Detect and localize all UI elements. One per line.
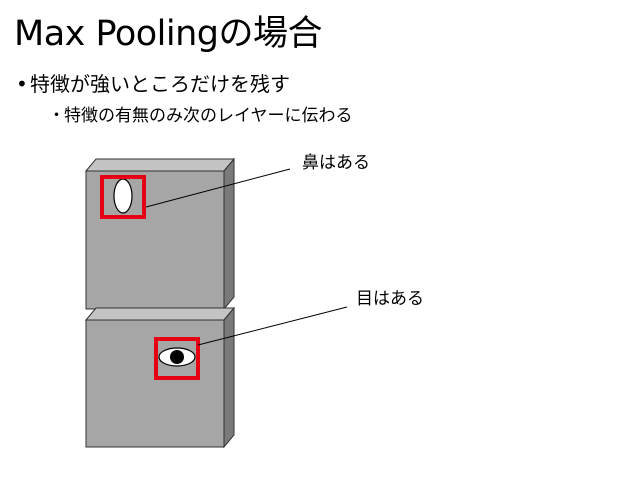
bullet-marker: • — [16, 72, 28, 96]
panel-side-face — [223, 157, 235, 311]
callout-nose-label: 鼻はある — [302, 153, 370, 173]
panel-top-face — [84, 307, 236, 321]
feature-map-eye — [84, 306, 236, 449]
nose-feature-icon — [113, 178, 133, 214]
sub-bullet-marker: ・ — [48, 106, 65, 126]
bullet-item-1: •特徴が強いところだけを残す — [16, 70, 290, 98]
panel-side-face — [223, 306, 235, 449]
leader-line-eye — [197, 306, 348, 346]
leader-line-nose — [145, 168, 291, 208]
bullet-item-2: ・特徴の有無のみ次のレイヤーに伝わる — [48, 104, 353, 128]
slide-title: Max Poolingの場合 — [14, 14, 323, 54]
bullet-text: 特徴の有無のみ次のレイヤーに伝わる — [64, 106, 353, 126]
callout-eye-label: 目はある — [356, 289, 424, 309]
feature-map-nose — [84, 157, 236, 311]
max-region-highlight — [154, 337, 200, 380]
max-region-highlight — [100, 175, 146, 219]
eye-pupil-icon — [170, 350, 184, 364]
bullet-text: 特徴が強いところだけを残す — [30, 72, 290, 96]
panel-top-face — [84, 158, 236, 172]
